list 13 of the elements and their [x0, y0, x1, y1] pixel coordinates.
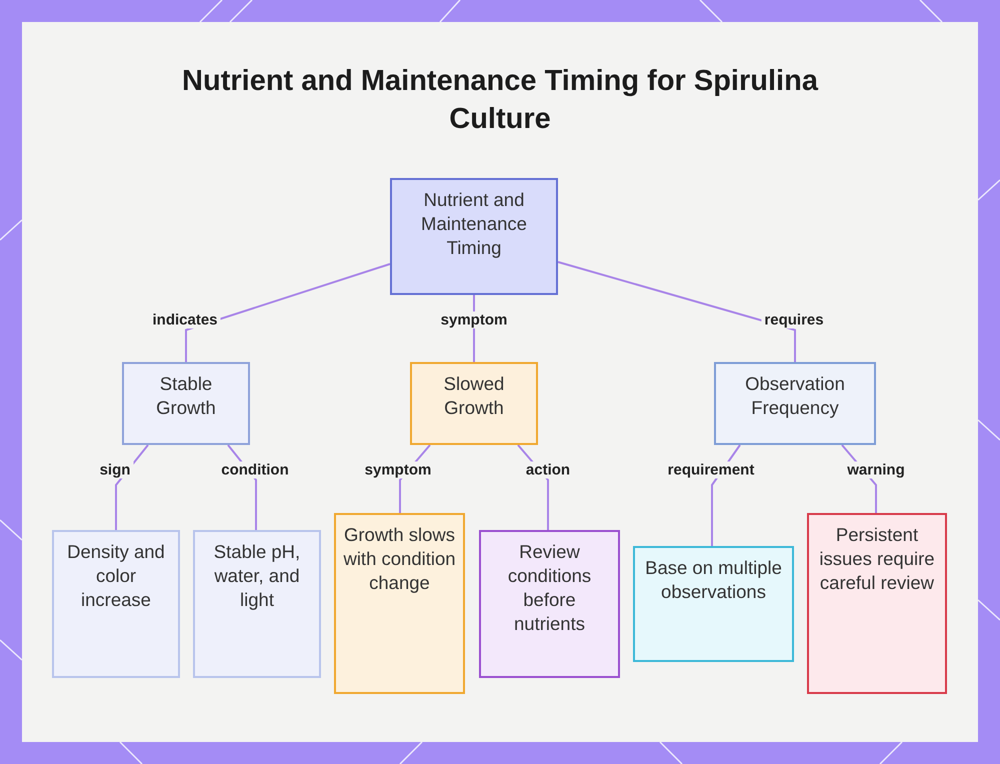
concept-box: Growth slows with condition change [334, 513, 465, 694]
concept-box: Density and color increase [52, 530, 180, 678]
concept-box: Stable pH, water, and light [193, 530, 321, 678]
concept-box: Nutrient and Maintenance Timing [390, 178, 558, 295]
concept-box: Stable Growth [122, 362, 250, 445]
connector-line [558, 261, 796, 362]
concept-box: Slowed Growth [410, 362, 538, 445]
concept-box: Observation Frequency [714, 362, 876, 445]
concept-box: Review conditions before nutrients [479, 530, 620, 678]
diagram-title: Nutrient and Maintenance Timing for Spirulina Culture [181, 64, 820, 137]
connector-line [185, 263, 390, 362]
concept-box: Base on multiple observations [633, 546, 794, 662]
concept-box: Persistent issues require careful review [807, 513, 947, 694]
